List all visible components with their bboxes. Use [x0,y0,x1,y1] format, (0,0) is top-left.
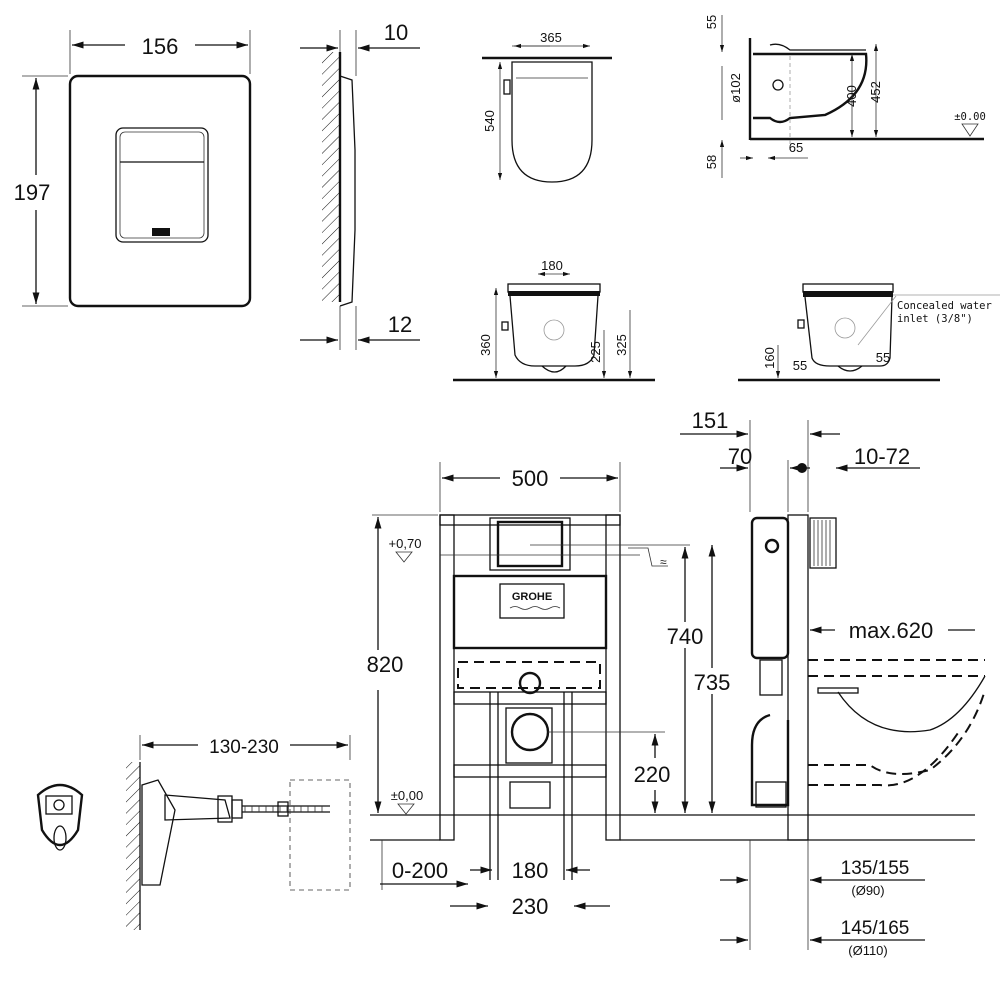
toilet-side-view: 452 400 55 ø102 58 65 ±0.00 [704,15,986,178]
installation-frame-front-view: 500 GROHE 820 +0,70 ±0,00 ≈ 740 [367,462,731,919]
brand-label: GROHE [512,591,552,603]
grohe-logo [499,583,565,619]
frame-width-label: 500 [512,466,549,491]
plate-height-735-label: 735 [694,670,731,695]
outlet-diameter-label: ø102 [728,73,743,103]
flush-plate-front-view: 156 197 [14,30,252,308]
diameter-110-label: (Ø110) [848,943,888,958]
bracket-range-label: 130-230 [209,737,279,758]
concealed-inlet-note-line2: inlet (3/8") [897,313,973,325]
floor-level-label: ±0.00 [954,111,986,123]
plate-depth-bottom-label: 12 [388,312,412,337]
cistern-depth-label: 70 [728,444,752,469]
total-height-label: 452 [868,81,883,103]
rear-offset-left-label: 55 [793,358,807,373]
max-projection-label: max.620 [849,618,933,643]
frame-floor-level-label: ±0,00 [391,788,423,803]
inlet-height-label: 325 [614,334,629,356]
front-height-label: 360 [478,334,493,356]
frame-height-label: 820 [367,652,404,677]
outlet-height-220-label: 220 [634,762,671,787]
wall-bracket-detail: 130-230 [36,735,351,930]
flush-plate-side-view: 10 12 [300,20,420,350]
bolt-spacing-label: 180 [512,858,549,883]
bottom-offset-label: 58 [704,155,719,169]
wall-plate-icon [36,783,84,851]
wall-range-label: 10-72 [854,444,910,469]
installation-frame-side-view: 151 70 10-72 max.620 135/155 (Ø90) 145/1… [680,408,986,958]
concealed-inlet-note-line1: Concealed water [897,300,992,312]
toilet-width-label: 365 [540,30,562,45]
outlet-range-90-label: 135/155 [841,858,910,879]
toilet-top-view: 365 540 [482,30,612,183]
spacing-label: 180 [541,258,563,273]
plate-height-label: 197 [14,180,51,205]
grohe-logo-icon [152,228,170,236]
plate-depth-top-label: 10 [384,20,408,45]
top-level-label: +0,70 [389,536,422,551]
water-inlet-icon: ≈ [660,555,667,569]
top-offset-label: 55 [704,15,719,29]
rim-height-label: 400 [844,85,859,107]
toilet-length-label: 540 [482,110,497,132]
toilet-rear-view: Concealed water inlet (3/8") 160 55 55 [738,283,1000,382]
wall-offset-label: 65 [789,140,803,155]
inlet-height-740-label: 740 [667,624,704,649]
frame-depth-label: 151 [692,408,729,433]
outlet-range-110-label: 145/165 [841,918,910,939]
plate-width-label: 156 [142,34,179,59]
offset-range-label: 0-200 [392,858,448,883]
rear-offset-right-label: 55 [876,350,890,365]
toilet-front-view: 180 360 225 325 [453,258,655,382]
bolt-spacing-outer-label: 230 [512,894,549,919]
outlet-height-label: 225 [588,341,603,363]
diameter-90-label: (Ø90) [851,883,884,898]
rear-height-label: 160 [762,347,777,369]
